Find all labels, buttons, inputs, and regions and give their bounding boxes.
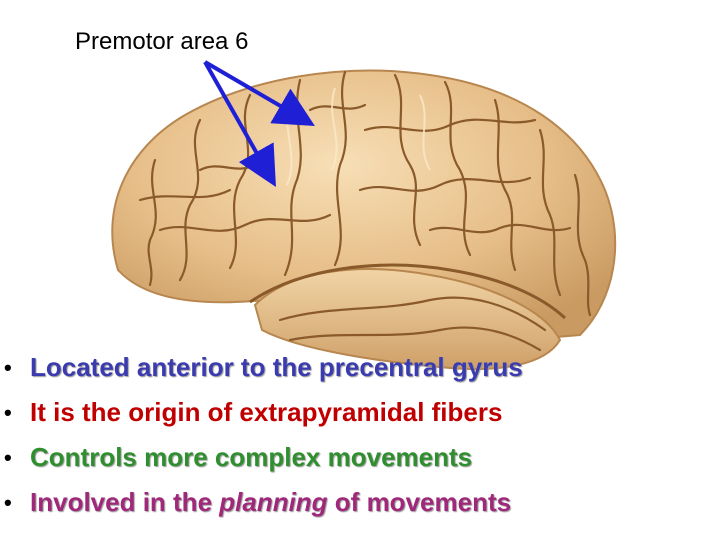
temporal-lobe-shape — [253, 268, 562, 371]
bullet-list: • Located anterior to the precentral gyr… — [4, 345, 523, 525]
bullet-text: Involved in the planning of movements — [30, 487, 511, 518]
arrow-1 — [203, 60, 315, 127]
bullet-text: It is the origin of extrapyramidal fiber… — [30, 397, 503, 427]
bullet-dot: • — [4, 444, 12, 470]
bullet-text: Located anterior to the precentral gyrus — [30, 352, 523, 382]
bullet-item: • Located anterior to the precentral gyr… — [4, 345, 523, 390]
bullet-item: • Involved in the planning of movements — [4, 480, 523, 525]
bullet-dot: • — [4, 399, 12, 425]
slide-title: Premotor area 6 — [75, 28, 249, 55]
bullet-text-emphasis: planning — [219, 487, 328, 517]
bullet-dot: • — [4, 489, 12, 515]
bullet-text: Controls more complex movements — [30, 442, 473, 472]
bullet-item: • It is the origin of extrapyramidal fib… — [4, 390, 523, 435]
lateral-sulcus — [249, 263, 567, 320]
arrow-2 — [203, 61, 276, 187]
bullet-dot: • — [4, 354, 12, 380]
bullet-text-pre: Involved in the — [30, 487, 220, 517]
bullet-item: • Controls more complex movements — [4, 435, 523, 480]
sulci-pattern — [138, 70, 592, 352]
bullet-text-post: of movements — [327, 487, 512, 517]
